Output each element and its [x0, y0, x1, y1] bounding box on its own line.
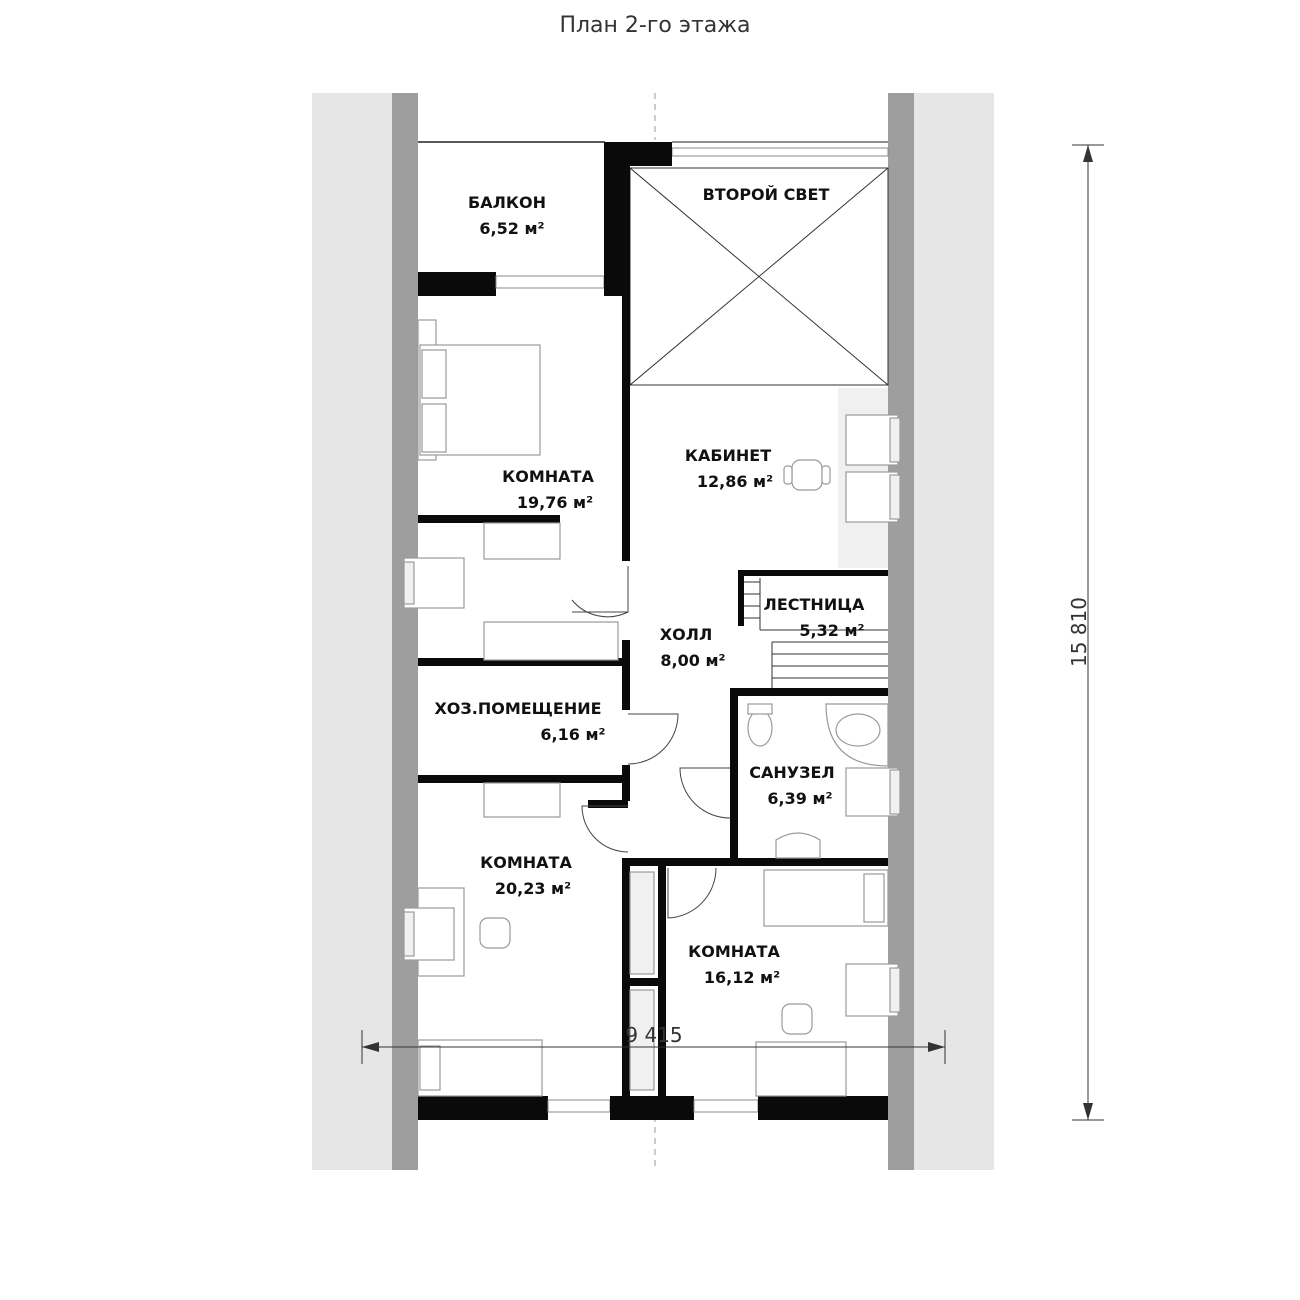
room1-furniture	[403, 319, 619, 661]
area-hall: 8,00 м²	[660, 651, 725, 670]
bathroom-fixtures	[747, 703, 901, 859]
top-glazing	[671, 147, 889, 157]
label-room2: КОМНАТА	[480, 853, 572, 872]
label-utility: ХОЗ.ПОМЕЩЕНИЕ	[434, 699, 601, 718]
label-room1: КОМНАТА	[502, 467, 594, 486]
walls	[418, 142, 888, 1120]
label-office: КАБИНЕТ	[685, 446, 771, 465]
dimension-width-label: 9 415	[625, 1023, 682, 1047]
roof-left	[312, 93, 392, 1170]
area-room1: 19,76 м²	[517, 493, 593, 512]
label-room3: КОМНАТА	[688, 942, 780, 961]
eaves-left	[392, 93, 418, 1170]
label-bathroom: САНУЗЕЛ	[749, 763, 834, 782]
area-utility: 6,16 м²	[540, 725, 605, 744]
office-furniture	[783, 414, 901, 523]
label-second-light: ВТОРОЙ СВЕТ	[703, 185, 830, 204]
doors	[571, 566, 731, 919]
area-stairs: 5,32 м²	[799, 621, 864, 640]
stairs-steps	[744, 578, 888, 688]
dimension-width: 9 415	[361, 1023, 946, 1064]
dimension-height-label: 15 810	[1067, 597, 1091, 667]
label-stairs: ЛЕСТНИЦА	[764, 595, 866, 614]
area-office: 12,86 м²	[697, 472, 773, 491]
area-bathroom: 6,39 м²	[767, 789, 832, 808]
room2-furniture	[403, 782, 561, 1097]
area-room3: 16,12 м²	[704, 968, 780, 987]
page-title: План 2-го этажа	[559, 13, 750, 38]
label-balcony: БАЛКОН	[468, 193, 546, 212]
area-balcony: 6,52 м²	[479, 219, 544, 238]
label-hall: ХОЛЛ	[660, 625, 713, 644]
area-room2: 20,23 м²	[495, 879, 571, 898]
roof-right	[914, 93, 994, 1170]
dimension-height: 15 810	[1067, 144, 1104, 1121]
room3-furniture	[629, 869, 901, 1097]
